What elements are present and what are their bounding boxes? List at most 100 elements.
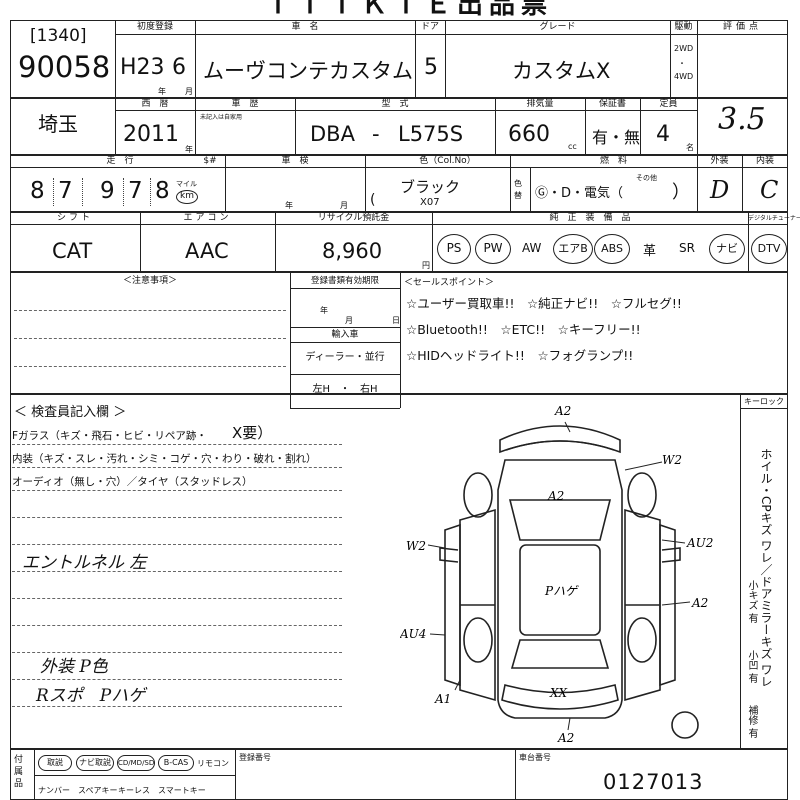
- warranty: 有・無: [592, 128, 641, 147]
- history-label: 車 歴: [231, 99, 259, 109]
- mark-a2-bottom: A2: [557, 731, 574, 745]
- aircon-value: AAC: [185, 239, 229, 263]
- inspector-frame: [10, 394, 788, 749]
- mark-w2-left: W2: [406, 539, 426, 553]
- accessories-label: 付属品: [14, 755, 24, 789]
- mark-a2-right: A2: [691, 596, 708, 610]
- sheet-title: ＴＴＴＫＴＥ出品票: [265, 0, 554, 20]
- docs-month: 月: [345, 316, 353, 325]
- tuner-label: デジタルチューナー: [748, 215, 800, 222]
- row4-frame: [10, 212, 788, 272]
- dealer-label: ディーラー・並行: [305, 352, 385, 363]
- exterior-label: 外装: [710, 156, 729, 166]
- region: 埼玉: [38, 112, 78, 136]
- chassis-number: 0127013: [603, 770, 704, 794]
- displacement: 660: [508, 122, 550, 147]
- mileage-digit: 8: [155, 178, 170, 204]
- recycle-label: リサイクル預託金: [317, 213, 390, 223]
- mark-a2-top: A2: [554, 404, 571, 418]
- mark-w2-right: W2: [662, 453, 682, 467]
- equip-aw: AW: [522, 241, 542, 255]
- mileage-digit: 8: [30, 178, 45, 204]
- car-diagram: A2 W2 A2 W2 AU2 Pハゲ A2 AU4 XX A1 A2: [400, 404, 713, 745]
- recycle-amount: 8,960: [322, 239, 383, 263]
- legend-sub2: 小凹 有: [746, 650, 757, 684]
- door-count: 5: [424, 55, 438, 80]
- inspector-line1-mark: X要）: [232, 424, 273, 442]
- color-code: X07: [420, 197, 440, 208]
- shift-value: CAT: [52, 239, 93, 263]
- first-reg-label: 初度登録: [136, 22, 173, 32]
- grade-label: グレード: [539, 22, 576, 32]
- capacity-unit: 名: [686, 143, 694, 152]
- model-label: 型 式: [381, 99, 409, 109]
- model-prefix: DBA: [310, 122, 355, 146]
- color-change-label: 色替: [514, 179, 522, 200]
- equip-pw: PW: [475, 234, 511, 264]
- cc-unit: cc: [568, 142, 577, 151]
- sales-point-2: ☆Bluetooth!! ☆ETC!! ☆キーフリー!!: [406, 322, 641, 337]
- mileage-unit-km: km: [176, 190, 198, 204]
- legend-sub1: 小キズ 有: [746, 580, 757, 624]
- color-paren-open: (: [370, 192, 376, 208]
- western-year-label: 西 暦: [141, 99, 169, 109]
- drive-dot: ・: [678, 59, 686, 68]
- first-reg-month: 6: [172, 55, 186, 80]
- pill-manual: 取説: [38, 755, 72, 771]
- caution-label: ＜注意事項＞: [122, 276, 177, 286]
- docs-year: 年: [320, 306, 328, 315]
- equipment-label: 純 正 装 備 品: [549, 213, 631, 223]
- legend-sub3: 補修 有: [746, 705, 757, 739]
- drive-label: 駆動: [674, 22, 693, 32]
- interior-label: 内装: [755, 156, 774, 166]
- first-reg-month-unit: 月: [185, 87, 193, 96]
- fuel-other: その他: [636, 174, 657, 182]
- yen-unit: 円: [422, 261, 430, 270]
- legend-text: ホイル・CPキズ ワレ／ドアミラーキズ ワレ: [759, 448, 773, 688]
- sales-label: ＜セールスポイント＞: [404, 278, 495, 288]
- fuel-options: Ⓖ・D・電気（: [535, 186, 624, 201]
- model-code: L575S: [398, 122, 464, 146]
- notes-frame: [10, 272, 788, 394]
- sales-point-1: ☆ユーザー買取車!! ☆純正ナビ!! ☆フルセグ!!: [406, 296, 682, 311]
- history-sub: 未記入は自家用: [200, 114, 243, 121]
- car-name-label: 車 名: [291, 22, 319, 32]
- mark-au4-left: AU4: [400, 627, 426, 641]
- grade-name: カスタムX: [512, 59, 611, 83]
- aircon-label: エアコン: [183, 213, 232, 223]
- fuel-close: ）: [672, 182, 690, 203]
- western-year: 2011: [123, 122, 179, 147]
- western-year-unit: 年: [185, 145, 193, 154]
- inspector-handwritten-3: Rスポ Pハゲ: [36, 686, 146, 706]
- equip-dtv: DTV: [751, 234, 787, 264]
- keylock-label: キーロック: [744, 397, 784, 406]
- row1-frame: [10, 20, 788, 98]
- interior-grade: C: [760, 176, 779, 204]
- pill-remote: リモコン: [197, 759, 229, 768]
- handle-label: 左H ・ 右H: [312, 384, 378, 395]
- equip-navi: ナビ: [709, 234, 745, 264]
- mileage-digit: 7: [58, 178, 73, 204]
- mileage-digit: 7: [128, 178, 143, 204]
- mark-xx-rear: XX: [549, 686, 568, 700]
- color-label: 色（Col.No）: [419, 156, 476, 166]
- mark-au2-right: AU2: [686, 536, 713, 550]
- equip-ps: PS: [437, 234, 471, 264]
- lot-code: [1340]: [30, 26, 87, 46]
- inspection-month: 月: [340, 201, 348, 210]
- mileage-digit: 9: [100, 178, 115, 204]
- lot-number: 90058: [18, 50, 111, 84]
- docs-label: 登録書類有効期限: [310, 276, 379, 286]
- mileage-unit-mile: マイル: [176, 180, 197, 188]
- mileage-label: 走 行: [106, 156, 134, 166]
- docs-day: 日: [392, 316, 400, 325]
- inspector-handwritten-2: 外装 P色: [40, 657, 108, 677]
- acc-keyless: キーレス: [118, 786, 150, 795]
- color-name: ブラック: [400, 178, 461, 196]
- eval-label: 評価点: [722, 22, 762, 32]
- chassis-label: 車台番号: [519, 753, 551, 762]
- row3-frame: [10, 155, 788, 212]
- acc-smart-key: スマートキー: [158, 786, 206, 795]
- reg-number-label: 登録番号: [239, 753, 271, 762]
